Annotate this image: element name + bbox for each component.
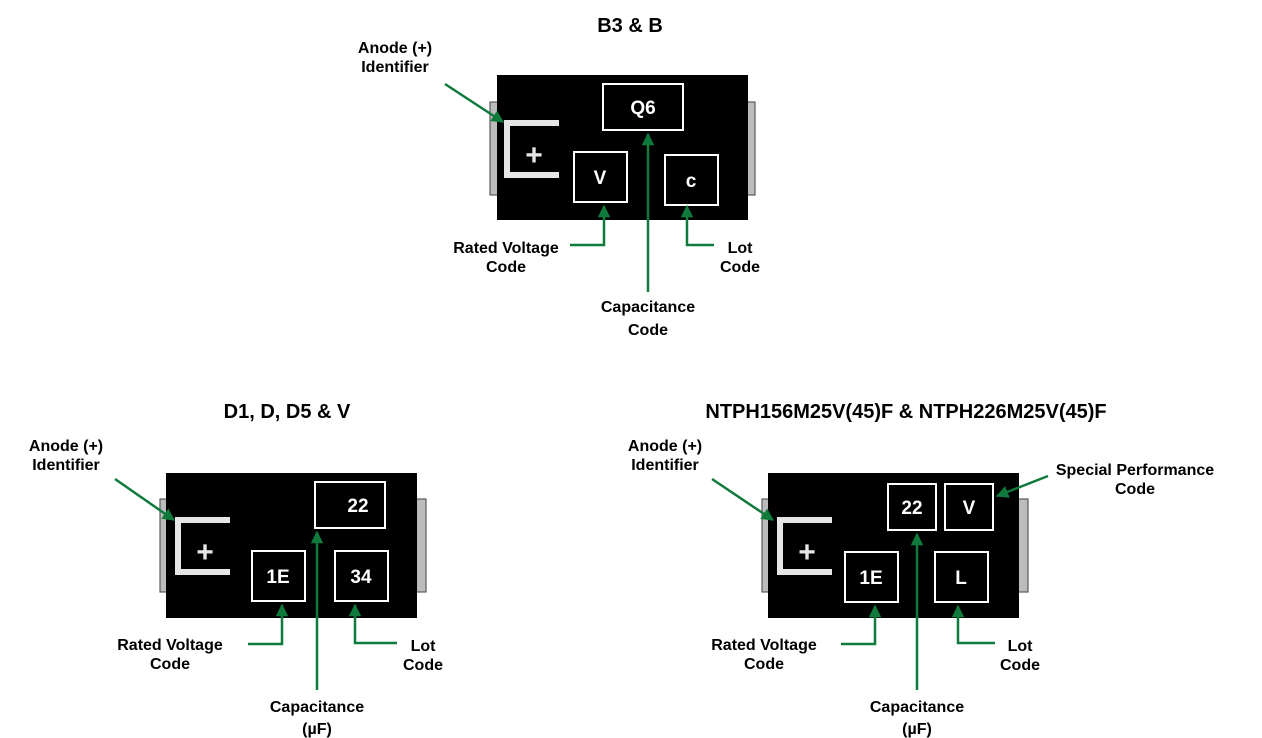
diagram-b3-b: B3 & B + Q6 V c Anode (+)Identifier Rate…: [358, 15, 760, 339]
lot-arrow: [680, 204, 714, 247]
capacitor-body: [497, 75, 748, 220]
plus-sign-icon: +: [525, 139, 543, 172]
voltage-code-box: [573, 151, 628, 203]
anode-arrow: [114, 477, 176, 522]
anode-arrow: [444, 82, 505, 124]
capacitance-code: Q6: [630, 98, 655, 119]
plus-sign-icon: +: [196, 536, 214, 569]
voltage-code-box: [844, 551, 899, 603]
lot-code: c: [686, 171, 697, 192]
anode-arrow: [711, 477, 775, 522]
diagram-title: D1, D, D5 & V: [224, 401, 351, 423]
special-performance-code: V: [963, 498, 976, 519]
capacitance-code-box: [314, 481, 386, 529]
lot-code-box: [934, 551, 989, 603]
voltage-arrow: [841, 604, 882, 646]
right-terminal: [1017, 498, 1029, 593]
voltage-code: V: [594, 168, 607, 189]
lot-code: L: [955, 568, 967, 589]
anode-identifier-label: Anode (+)Identifier: [628, 438, 702, 474]
capacitance-label: Capacitance(µF): [270, 699, 364, 738]
voltage-code: 1E: [859, 568, 882, 589]
capacitance-code: 22: [901, 498, 922, 519]
capacitance-code-box: [602, 83, 684, 131]
diagram-ntph: NTPH156M25V(45)F & NTPH226M25V(45)F + 22…: [628, 401, 1214, 738]
capacitance-code: 22: [347, 496, 368, 517]
lot-arrow: [951, 604, 995, 645]
capacitance-code-box: [887, 483, 937, 531]
right-terminal: [415, 498, 427, 593]
capacitor-body: [166, 473, 417, 618]
plus-sign-icon: +: [798, 536, 816, 569]
diagram-d1-d-d5-v: D1, D, D5 & V + 22 1E 34 Anode (+)Identi…: [29, 401, 443, 738]
voltage-arrow: [248, 603, 289, 646]
lot-code-box: [334, 550, 389, 602]
anode-identifier-label: Anode (+)Identifier: [358, 40, 432, 76]
voltage-code: 1E: [266, 567, 289, 588]
special-performance-arrow: [995, 474, 1049, 498]
voltage-code-box: [251, 550, 306, 602]
anode-polarity-bar: [504, 120, 559, 178]
capacitor-body: [768, 473, 1019, 618]
voltage-arrow: [570, 204, 611, 247]
anode-polarity-bar: [777, 517, 832, 575]
lot-arrow: [348, 603, 397, 645]
capacitance-label: Capacitance(µF): [870, 699, 964, 738]
anode-polarity-bar: [175, 517, 230, 575]
diagram-title: NTPH156M25V(45)F & NTPH226M25V(45)F: [705, 401, 1106, 423]
lot-code: 34: [350, 567, 372, 588]
anode-identifier-label: Anode (+)Identifier: [29, 438, 103, 474]
special-performance-code-box: [944, 483, 994, 531]
diagram-title: B3 & B: [597, 15, 663, 37]
